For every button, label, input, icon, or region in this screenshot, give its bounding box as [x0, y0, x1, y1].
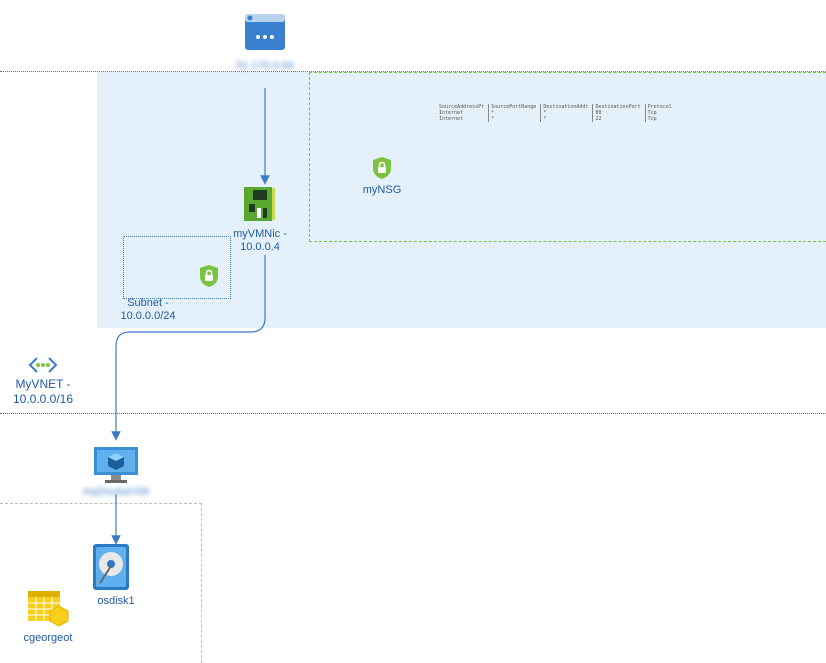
nsg-node[interactable]: [372, 156, 392, 180]
vm-label: myDockerVM: [82, 486, 149, 498]
table-cell: *: [488, 116, 541, 122]
table-cell: *: [540, 116, 593, 122]
table-cell: 80: [592, 110, 646, 116]
nsg-label: myNSG: [362, 184, 402, 196]
connector-nic-to-vm: [111, 255, 266, 441]
subnet-label-line2: 10.0.0.0/24: [120, 310, 176, 322]
table-cell: 22: [592, 116, 646, 122]
table-cell: Internet: [439, 110, 464, 116]
nic-label-line1: myVMNic -: [233, 228, 287, 240]
table-row: Internet * * 80 Tcp: [437, 110, 676, 116]
vm-node[interactable]: [93, 446, 139, 484]
table-header-row: SourceAddressPr SourcePortRange Destinat…: [437, 104, 676, 110]
disk-icon: [93, 544, 129, 590]
table-cell: *: [488, 110, 541, 116]
vnet-label-line1: MyVNET -: [15, 377, 71, 391]
nic-label-line2: 10.0.0.4: [240, 241, 280, 253]
resource-group-zone: [0, 503, 202, 663]
virtual-machine-icon: [94, 447, 138, 483]
nic-node[interactable]: [243, 186, 277, 222]
table-cell: Internet: [439, 116, 464, 122]
column-header: Protocol: [644, 104, 676, 110]
table-row: Internet * * 22 Tcp: [437, 116, 676, 122]
disk-label: osdisk1: [97, 595, 135, 607]
virtual-network-icon: [28, 357, 58, 373]
public-ip-icon: [245, 14, 285, 50]
public-ip-node[interactable]: [244, 13, 286, 51]
lock-shield-icon: [373, 157, 391, 179]
column-header: SourceAddressPr: [439, 104, 485, 110]
disk-node[interactable]: [92, 543, 130, 591]
network-interface-icon: [244, 187, 275, 221]
column-header: DestinationPort: [592, 104, 646, 110]
nsg-zone: [309, 72, 826, 242]
lock-shield-icon: [200, 265, 218, 287]
public-ip-label: 51.170.0.84: [235, 60, 295, 72]
subnet-label-line1: Subnet -: [127, 297, 169, 309]
table-cell: Tcp: [644, 110, 676, 116]
subnet-box: [123, 236, 231, 299]
vnet-node[interactable]: [28, 356, 58, 374]
nsg-rules-table: SourceAddressPr SourcePortRange Destinat…: [437, 104, 676, 122]
vnet-boundary-bottom: [0, 413, 826, 414]
subnet-node[interactable]: [199, 264, 219, 288]
column-header: DestinationAddr: [540, 104, 593, 110]
column-header: SourcePortRange: [488, 104, 541, 110]
subnet-zone: [97, 72, 826, 328]
resource-group-node[interactable]: [27, 590, 73, 632]
vnet-label-line2: 10.0.0.0/16: [12, 392, 74, 406]
resource-group-label: cgeorgeot: [23, 632, 73, 644]
table-cell: Tcp: [644, 116, 676, 122]
table-cell: *: [540, 110, 593, 116]
resource-group-icon: [28, 591, 69, 627]
vnet-boundary-top: [0, 71, 826, 72]
